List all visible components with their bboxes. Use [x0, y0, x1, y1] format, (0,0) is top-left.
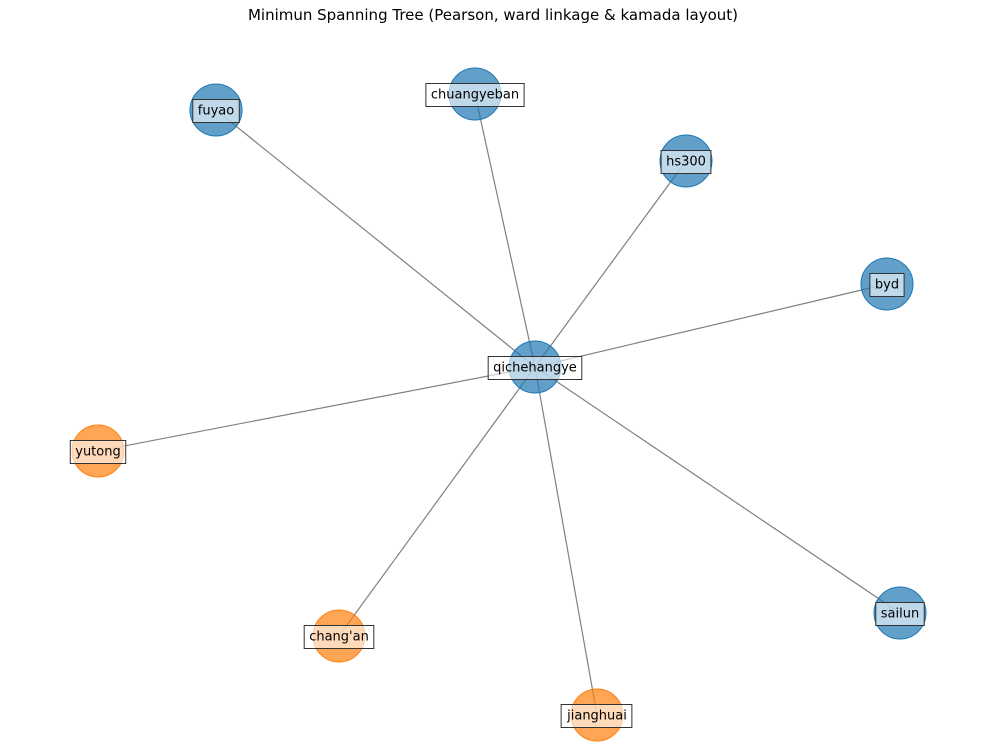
edge-qichehangye-chang-an [338, 366, 536, 637]
edge-qichehangye-hs300 [534, 160, 687, 368]
edges-layer [97, 93, 901, 716]
node-label-chuangyeban: chuangyeban [425, 83, 525, 107]
node-label-hs300: hs300 [660, 150, 712, 174]
node-label-box [425, 83, 525, 107]
node-label-box [875, 602, 925, 626]
node-label-box [487, 356, 583, 380]
labels-layer: qichehangye fuyao chuangyeban hs300 byd yuton… [69, 83, 925, 728]
edge-qichehangye-jianghuai [534, 366, 598, 716]
node-label-text: chuangyeban [431, 88, 519, 103]
node-label-box [192, 99, 240, 123]
node-label-box [69, 440, 127, 464]
edge-qichehangye-yutong [97, 366, 536, 452]
nodes-layer [71, 67, 927, 742]
node-label-chang-an: chang'an [303, 625, 375, 649]
edge-qichehangye-sailun [534, 366, 901, 614]
node-label-box [660, 150, 712, 174]
chart-title: Minimun Spanning Tree (Pearson, ward lin… [247, 6, 739, 24]
node-label-text: byd [875, 278, 899, 293]
node-label-text: chang'an [309, 630, 369, 645]
node-label-fuyao: fuyao [192, 99, 240, 123]
node-label-text: sailun [881, 607, 919, 622]
node-label-sailun: sailun [875, 602, 925, 626]
edge-qichehangye-fuyao [215, 109, 536, 368]
node-label-text: fuyao [198, 104, 234, 119]
node-label-qichehangye: qichehangye [487, 356, 583, 380]
node-label-box [303, 625, 375, 649]
node-label-yutong: yutong [69, 440, 127, 464]
node-label-byd: byd [869, 273, 905, 297]
node-label-box [869, 273, 905, 297]
edge-qichehangye-chuangyeban [474, 93, 536, 368]
edge-qichehangye-byd [534, 283, 888, 368]
node-label-text: hs300 [666, 155, 706, 170]
node-label-text: jianghuai [566, 709, 627, 724]
node-label-jianghuai: jianghuai [560, 704, 633, 728]
node-label-text: qichehangye [493, 361, 577, 376]
node-label-text: yutong [75, 445, 120, 460]
node-label-box [560, 704, 633, 728]
